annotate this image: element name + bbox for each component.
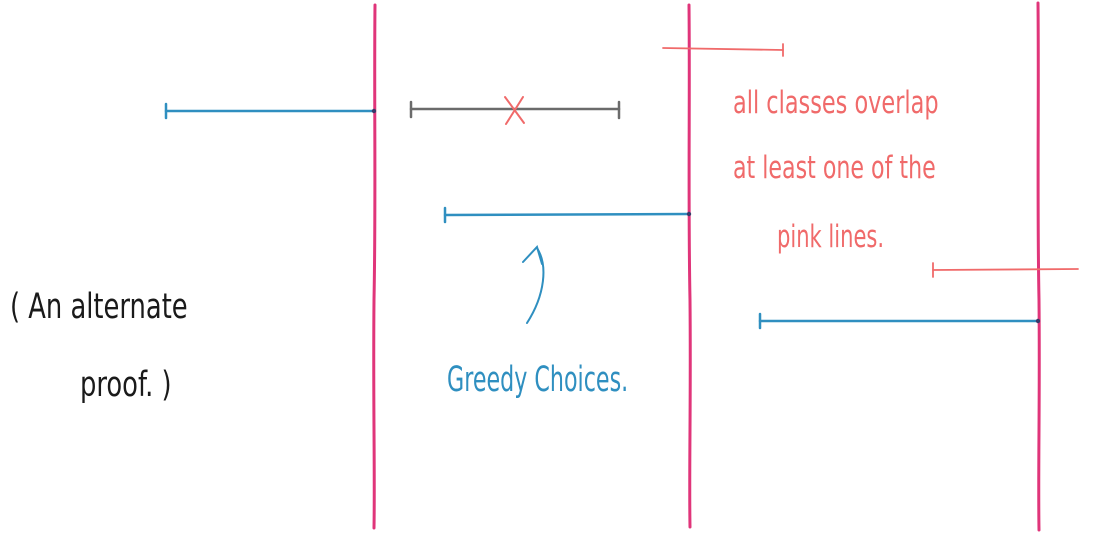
note-alternate-proof-line2: proof. ) [80, 365, 172, 405]
cross-mark-icon [504, 96, 525, 125]
note-overlap-line1: all classes overlap [733, 85, 939, 121]
note-alternate-proof-line1: ( An alternate [10, 287, 188, 327]
blue-interval-3 [758, 312, 1040, 330]
endpoint-dot [1035, 318, 1041, 324]
salmon-interval-1 [662, 43, 784, 57]
pink-line-2 [687, 3, 692, 529]
curved-arrow-icon [522, 245, 545, 324]
endpoint-dot [686, 211, 692, 217]
blue-interval-2 [443, 206, 691, 224]
pink-line-3 [1036, 1, 1041, 532]
note-overlap-line3: pink lines. [777, 219, 884, 255]
blue-interval-1 [164, 102, 376, 120]
salmon-interval-2 [932, 262, 1079, 278]
pink-line-1 [372, 3, 377, 530]
endpoint-dot [371, 108, 377, 114]
note-overlap-line2: at least one of the [733, 150, 936, 186]
label-greedy-choices: Greedy Choices. [447, 359, 628, 399]
